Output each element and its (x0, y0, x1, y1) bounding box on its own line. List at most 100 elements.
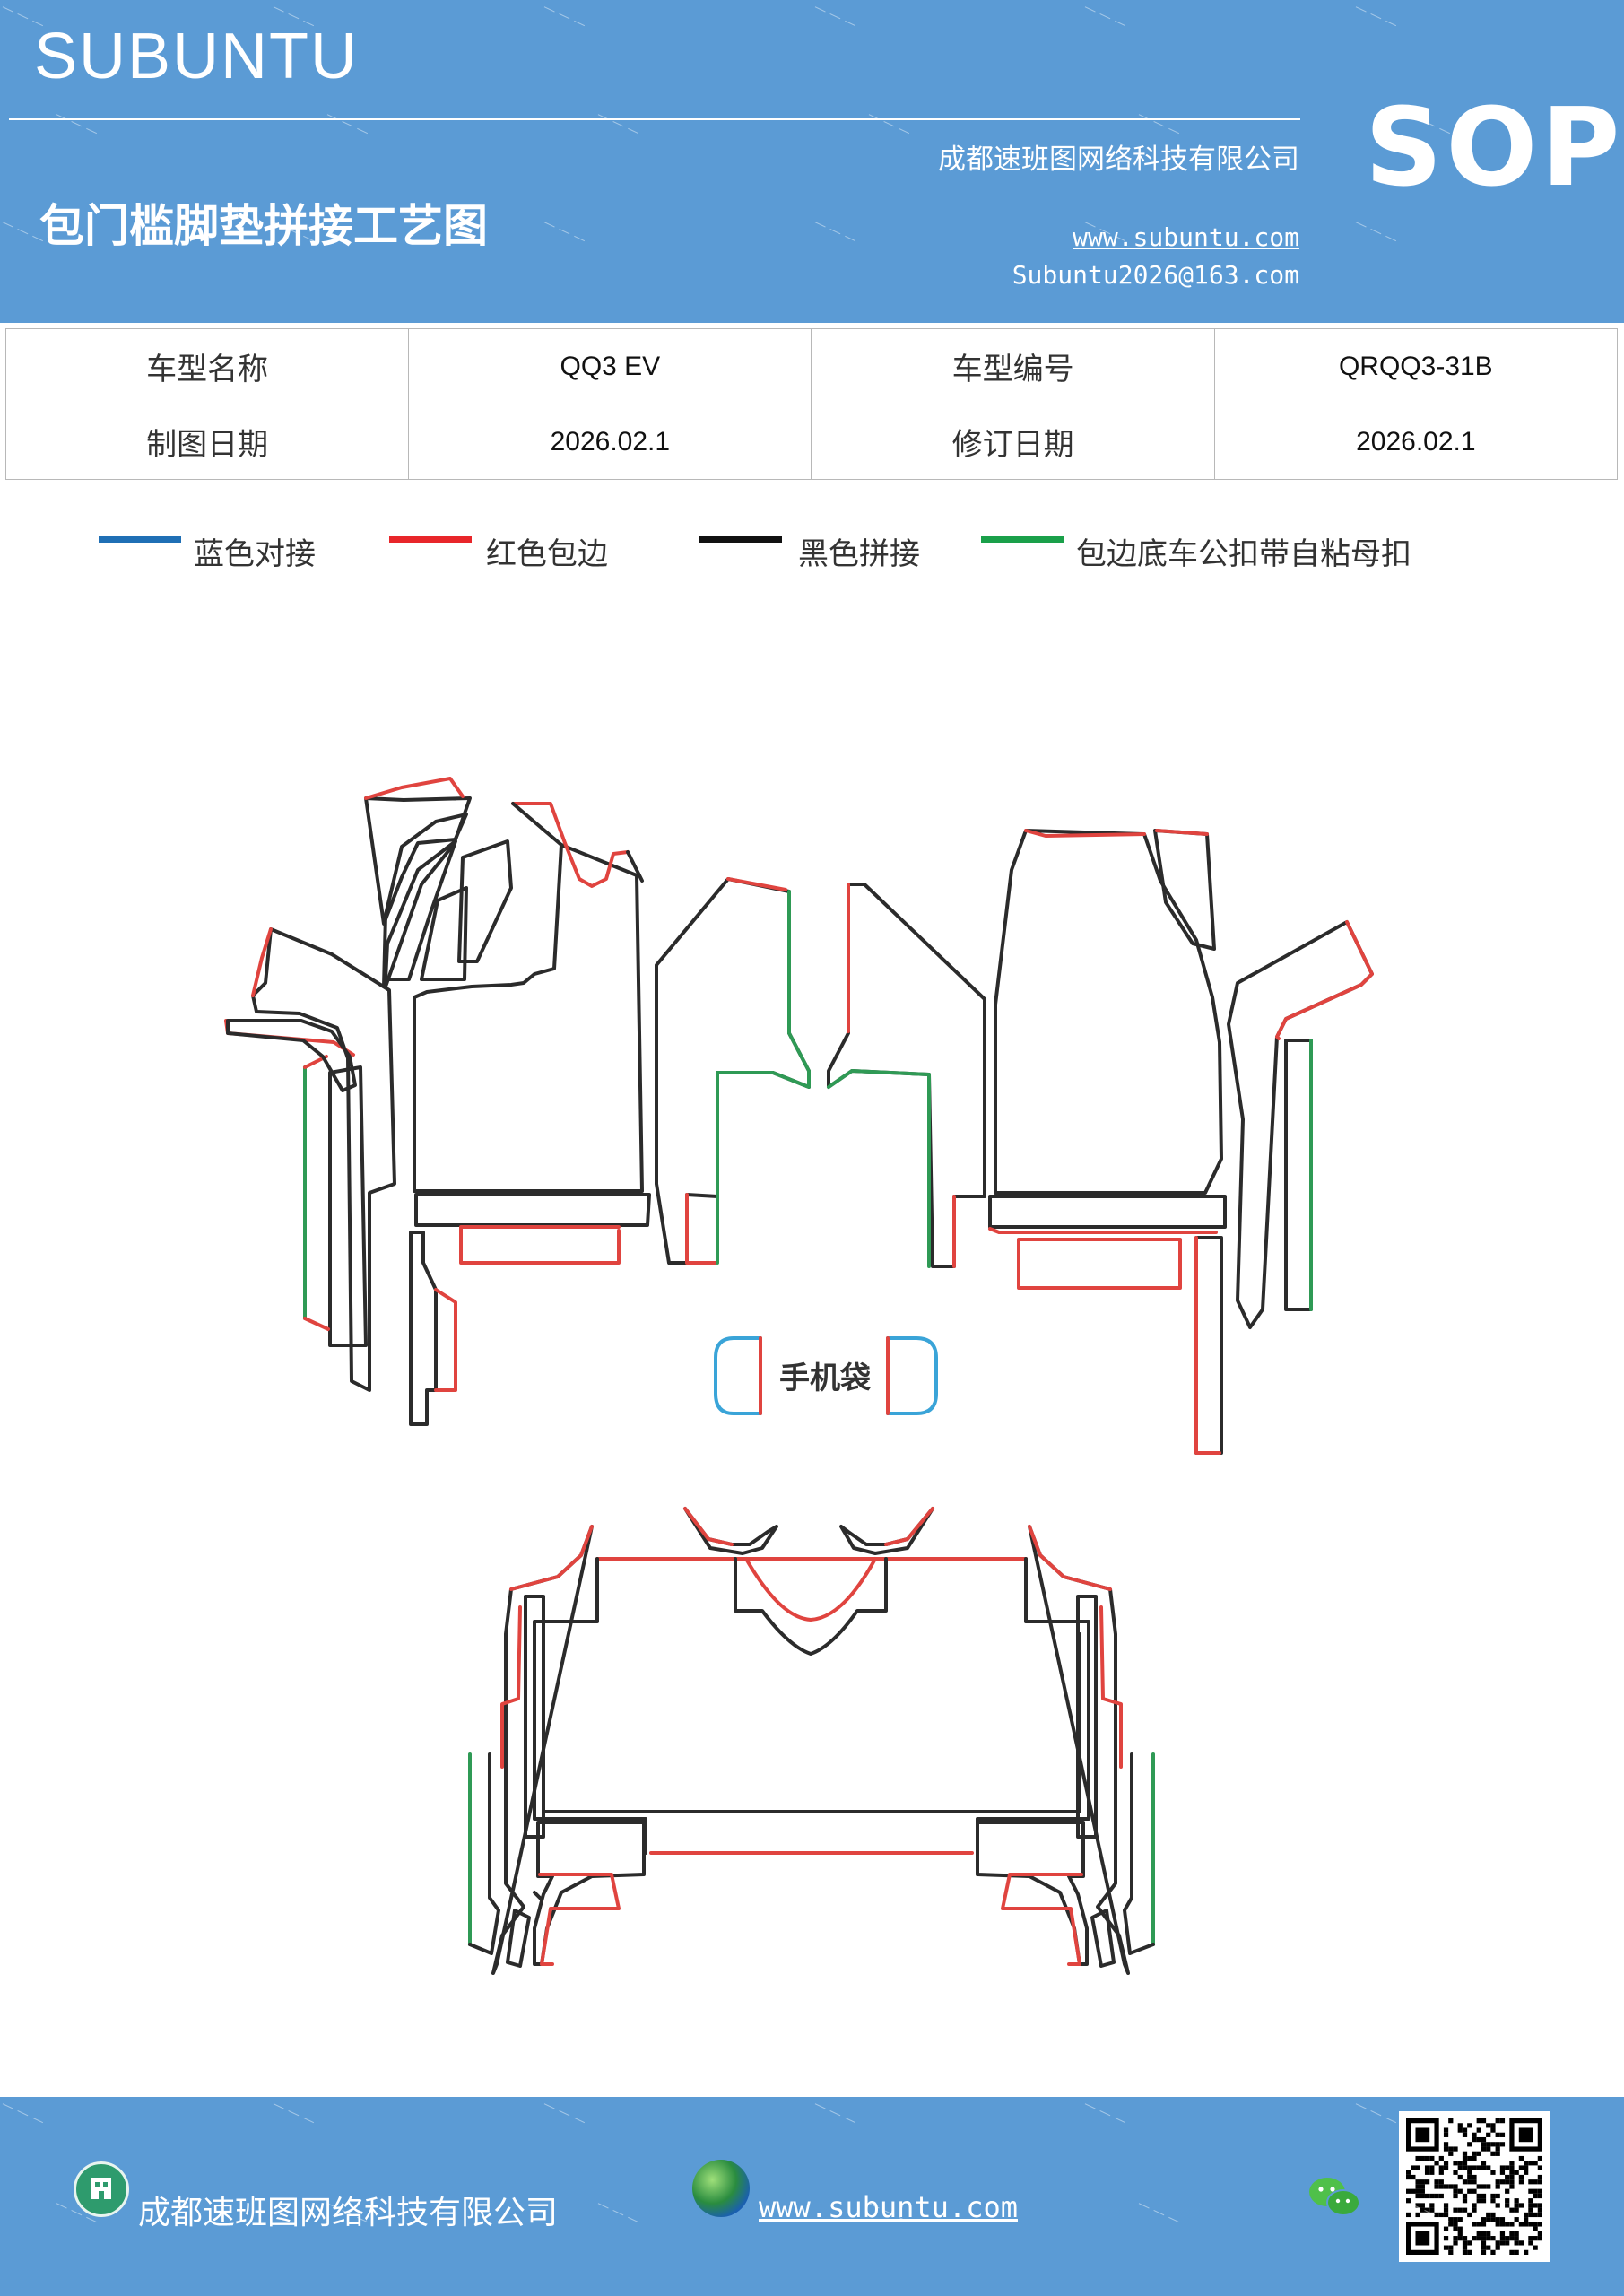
watermark: — — — (811, 2097, 859, 2130)
footer-company-name: 成都速班图网络科技有限公司 (138, 2195, 559, 2231)
edge-red (683, 1507, 734, 1546)
mat-piece-rear-left-corner (468, 1752, 646, 1968)
edge-red (685, 877, 787, 1265)
footer-website-link[interactable]: www.subuntu.com (759, 2190, 1018, 2224)
mat-piece-rear-left-strip (524, 1595, 545, 1839)
header-divider (9, 118, 1300, 120)
edge-red (1194, 1236, 1221, 1455)
qr-code (1399, 2111, 1550, 2262)
mat-piece-tunnel-right (827, 883, 986, 1268)
edge-red (459, 1225, 621, 1265)
edge-red (1028, 1525, 1123, 1769)
mat-piece-right-heel-strip (1194, 1236, 1223, 1455)
mat-piece-passenger-front (994, 829, 1223, 1195)
footer-banner: 成都速班图网络科技有限公司 www.subuntu.com — — — — — —… (0, 2097, 1624, 2296)
floor-mat-diagram: 手机袋 (224, 777, 1374, 1975)
header-company-name: 成都速班图网络科技有限公司 (938, 144, 1299, 176)
color-legend: 蓝色对接 红色包边 黑色拼接 包边底车公扣带自粘母扣 (0, 529, 1624, 572)
model-code-label: 车型编号 (811, 328, 1215, 404)
table-row: 制图日期 2026.02.1 修订日期 2026.02.1 (4, 404, 1619, 480)
phone-bag-label: 手机袋 (779, 1361, 871, 1396)
mat-piece-right-sill (1284, 1039, 1313, 1311)
edge-red (1024, 829, 1146, 838)
watermark: — — — (540, 214, 588, 248)
mat-piece-driver-bottom-strip (414, 1193, 651, 1227)
legend-swatch-red (389, 536, 472, 543)
mat-piece-passenger-bottom-strip (988, 1195, 1227, 1229)
legend-swatch-black (699, 536, 782, 543)
mat-piece-rear-inner-box (542, 1632, 1081, 1813)
watermark: — — — (594, 2196, 642, 2230)
edge-red (988, 1227, 1218, 1290)
model-name-value: QQ3 EV (408, 328, 812, 404)
mat-piece-rear-notch-left (683, 1507, 778, 1555)
revision-date-value: 2026.02.1 (1213, 404, 1619, 480)
wechat-icon[interactable] (1306, 2172, 1363, 2222)
legend-label: 蓝色对接 (194, 536, 316, 572)
watermark: — — — (811, 214, 859, 248)
mat-piece-right-front-outer (1227, 920, 1374, 1329)
model-name-label: 车型名称 (4, 328, 410, 404)
watermark: — — — (1081, 2097, 1130, 2130)
mat-piece-rear-right-corner (976, 1752, 1155, 1968)
mat-piece-driver-front (413, 843, 644, 1193)
mat-piece-rear-notch-right (839, 1507, 934, 1555)
mat-piece-rear-main (533, 1557, 1090, 1855)
watermark: — — — (864, 107, 913, 141)
mat-piece-driver-inner-b (384, 839, 468, 981)
sop-badge: SOP (1365, 86, 1624, 211)
diagram-pieces (224, 777, 1374, 1975)
edge-red (1155, 829, 1209, 836)
watermark: — — — (0, 2097, 47, 2130)
edge-red (1275, 920, 1374, 1040)
edge-red (847, 883, 956, 1268)
legend-label: 红色包边 (486, 536, 608, 572)
mat-piece-left-front-outer (251, 927, 396, 1392)
edge-red (364, 777, 465, 800)
mat-piece-passenger-pillar (1153, 829, 1216, 951)
mat-piece-left-heel-strip (409, 1231, 438, 1426)
edge-red (595, 1557, 1028, 1855)
mat-piece-rear-right-strip (1076, 1595, 1098, 1839)
model-code-value: QRQQ3-31B (1213, 328, 1619, 404)
vehicle-info-table: 车型名称 QQ3 EV 车型编号 QRQQ3-31B 制图日期 2026.02.… (4, 328, 1619, 480)
header-email[interactable]: Subuntu2026@163.com (1012, 260, 1299, 290)
draw-date-value: 2026.02.1 (408, 404, 812, 480)
qr-code-pattern (1406, 2118, 1542, 2255)
edge-red (884, 1507, 934, 1546)
watermark: — — — (1352, 2097, 1401, 2130)
legend-swatch-green (981, 536, 1064, 543)
legend-label: 黑色拼接 (798, 536, 920, 572)
edge-red (1001, 1873, 1083, 1966)
revision-date-label: 修订日期 (811, 404, 1215, 480)
watermark: — — — (1135, 2196, 1184, 2230)
watermark: — — — (269, 2097, 317, 2130)
watermark: — — — (323, 107, 371, 141)
watermark: — — — (540, 0, 588, 33)
watermark: — — — (594, 107, 642, 141)
edge-red (538, 1873, 621, 1966)
phone-bag-left-edge (714, 1336, 762, 1415)
watermark: — — — (540, 2097, 588, 2130)
header-banner: SUBUNTU 包门槛脚垫拼接工艺图 成都速班图网络科技有限公司 www.sub… (0, 0, 1624, 323)
mat-piece-left-front-arch (226, 1019, 357, 1092)
watermark: — — — (811, 0, 859, 33)
brand-logo-text: SUBUNTU (34, 21, 360, 92)
edge-red (511, 802, 630, 888)
edge-red (744, 1557, 877, 1622)
watermark: — — — (1135, 107, 1184, 141)
edge-green (716, 890, 811, 1265)
edge-red (303, 1055, 330, 1331)
legend-swatch-blue (99, 536, 181, 543)
globe-icon (692, 2160, 750, 2217)
edge-red (500, 1525, 594, 1769)
document-title: 包门槛脚垫拼接工艺图 (39, 200, 488, 252)
mat-piece-driver-pedal (511, 802, 644, 883)
edge-red (434, 1288, 457, 1392)
table-row: 车型名称 QQ3 EV 车型编号 QRQQ3-31B (4, 328, 1619, 404)
watermark: — — — (1352, 214, 1401, 248)
watermark: — — — (1081, 0, 1130, 33)
header-website-link[interactable]: www.subuntu.com (1073, 222, 1299, 252)
legend-label: 包边底车公扣带自粘母扣 (1076, 536, 1411, 572)
edge-green (827, 1069, 931, 1268)
